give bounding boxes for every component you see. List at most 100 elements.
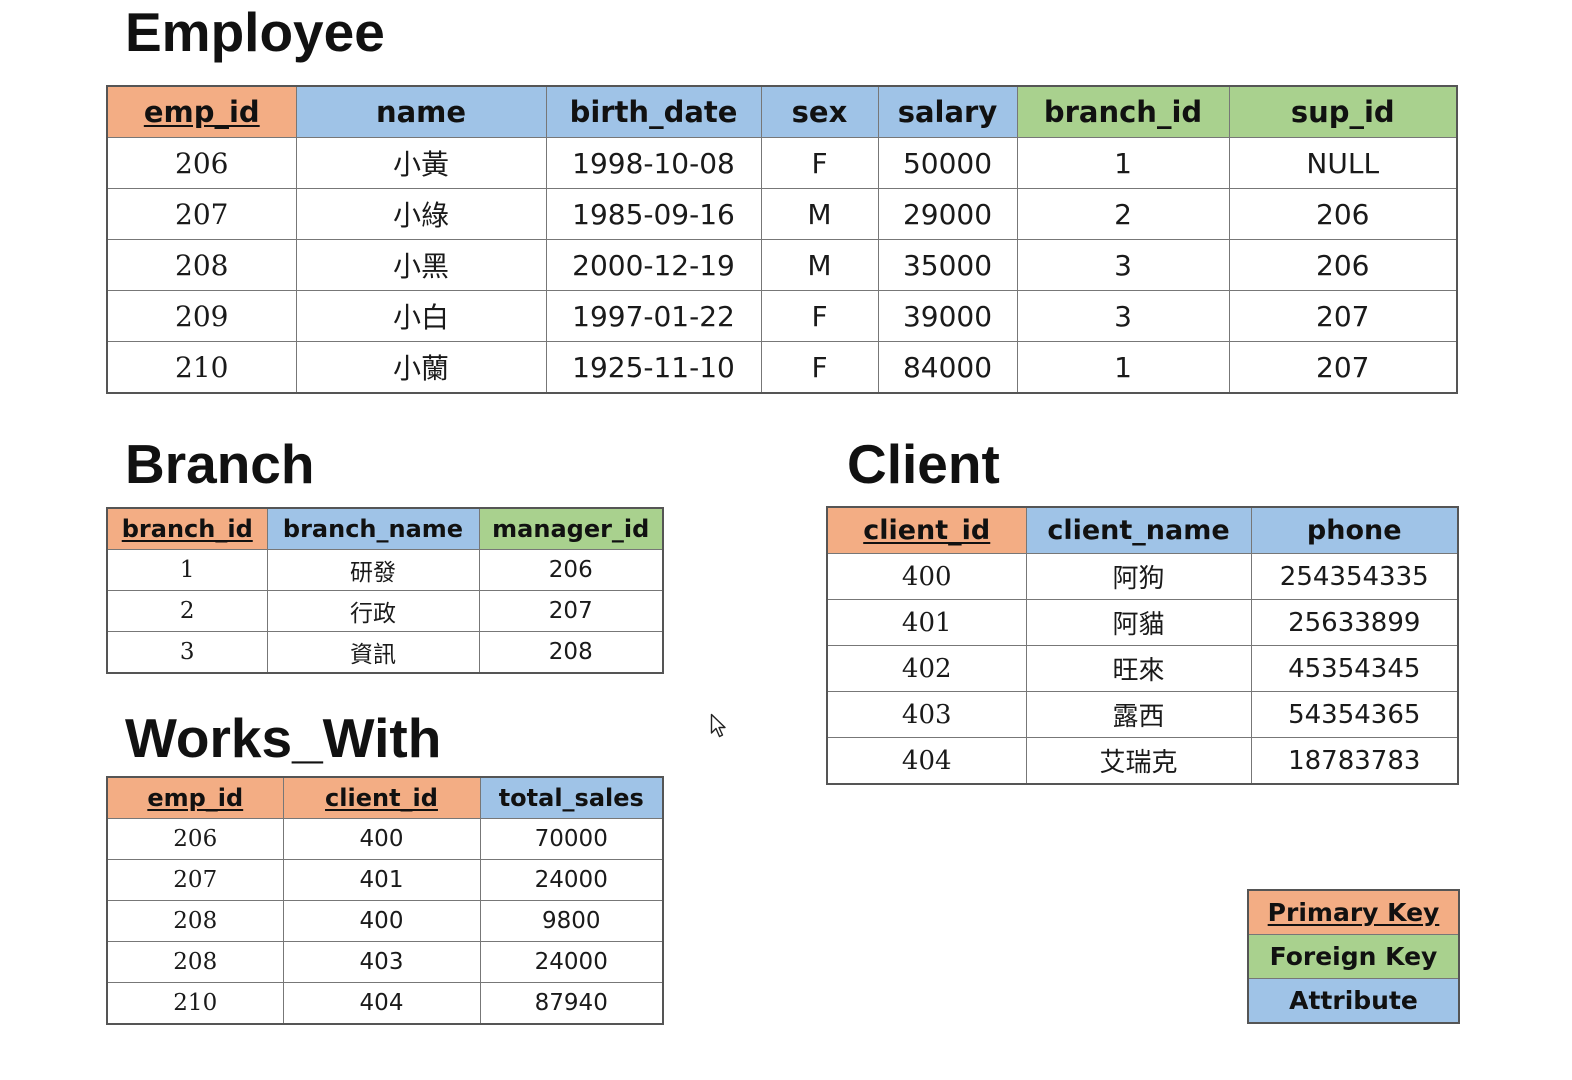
table-cell: 小黑 [295, 239, 547, 291]
table-cell: 206 [106, 818, 284, 860]
table-cell: 研發 [266, 549, 480, 591]
table-cell: 24000 [479, 941, 664, 983]
table-cell: 3 [1016, 290, 1230, 342]
table-cell: 39000 [877, 290, 1018, 342]
table-cell: 206 [106, 137, 297, 189]
table-cell: 1925-11-10 [545, 341, 762, 394]
column-header[interactable]: client_id [826, 506, 1027, 554]
column-header[interactable]: name [295, 85, 547, 138]
table-cell: 艾瑞克 [1025, 737, 1252, 785]
works-with-table: emp_id client_id total_sales 206 400 700… [106, 776, 664, 1025]
employee-title: Employee [125, 1, 385, 63]
table-cell: 207 [1228, 290, 1458, 342]
table-cell: 210 [106, 982, 284, 1025]
table-cell: 84000 [877, 341, 1018, 394]
table-cell: 29000 [877, 188, 1018, 240]
table-cell: 1 [1016, 341, 1230, 394]
table-cell: 400 [282, 818, 481, 860]
table-cell: 401 [826, 599, 1027, 646]
table-cell: 資訊 [266, 631, 480, 674]
table-row: 208 403 24000 [106, 941, 664, 983]
table-cell: 206 [1228, 239, 1458, 291]
table-cell: 50000 [877, 137, 1018, 189]
table-cell: 403 [826, 691, 1027, 738]
table-header-row: client_id client_name phone [826, 506, 1459, 554]
table-cell: 207 [478, 590, 664, 632]
table-cell: 208 [106, 941, 284, 983]
table-cell: 1 [106, 549, 268, 591]
table-row: 404 艾瑞克 18783783 [826, 737, 1459, 785]
table-cell: 208 [106, 900, 284, 942]
table-cell: F [760, 341, 879, 394]
column-header[interactable]: birth_date [545, 85, 762, 138]
table-row: 3 資訊 208 [106, 631, 664, 674]
table-cell: 25633899 [1250, 599, 1459, 646]
column-header[interactable]: emp_id [106, 85, 297, 138]
column-header[interactable]: branch_name [266, 507, 480, 550]
table-cell: 206 [1228, 188, 1458, 240]
table-cell: M [760, 239, 879, 291]
table-row: 403 露西 54354365 [826, 691, 1459, 738]
table-row: 401 阿貓 25633899 [826, 599, 1459, 646]
column-header[interactable]: client_id [282, 776, 481, 819]
table-cell: 3 [1016, 239, 1230, 291]
table-cell: 1 [1016, 137, 1230, 189]
table-cell: 小蘭 [295, 341, 547, 394]
branch-table: branch_id branch_name manager_id 1 研發 20… [106, 507, 664, 674]
table-row: 207 小綠 1985-09-16 M 29000 2 206 [106, 188, 1458, 240]
table-row: 208 小黑 2000-12-19 M 35000 3 206 [106, 239, 1458, 291]
table-cell: 小綠 [295, 188, 547, 240]
table-cell: 400 [826, 553, 1027, 600]
table-cell: 24000 [479, 859, 664, 901]
table-cell: F [760, 137, 879, 189]
column-header[interactable]: emp_id [106, 776, 284, 819]
table-cell: NULL [1228, 137, 1458, 189]
table-cell: 1998-10-08 [545, 137, 762, 189]
column-header[interactable]: salary [877, 85, 1018, 138]
column-header[interactable]: client_name [1025, 506, 1252, 554]
table-cell: 206 [478, 549, 664, 591]
table-cell: 2000-12-19 [545, 239, 762, 291]
table-cell: 阿狗 [1025, 553, 1252, 600]
branch-title: Branch [125, 433, 315, 495]
table-cell: 3 [106, 631, 268, 674]
table-cell: F [760, 290, 879, 342]
table-row: 400 阿狗 254354335 [826, 553, 1459, 600]
table-row: 2 行政 207 [106, 590, 664, 632]
key-legend: Primary Key Foreign Key Attribute [1247, 889, 1460, 1024]
table-cell: 87940 [479, 982, 664, 1025]
table-cell: 行政 [266, 590, 480, 632]
column-header[interactable]: branch_id [1016, 85, 1230, 138]
table-cell: 1997-01-22 [545, 290, 762, 342]
table-cell: 35000 [877, 239, 1018, 291]
table-cell: 254354335 [1250, 553, 1459, 600]
table-row: 208 400 9800 [106, 900, 664, 942]
client-title: Client [847, 433, 1000, 495]
column-header[interactable]: phone [1250, 506, 1459, 554]
table-cell: 404 [282, 982, 481, 1025]
table-header-row: emp_id name birth_date sex salary branch… [106, 85, 1458, 138]
table-row: 209 小白 1997-01-22 F 39000 3 207 [106, 290, 1458, 342]
table-cell: 18783783 [1250, 737, 1459, 785]
table-row: 1 研發 206 [106, 549, 664, 591]
table-cell: 207 [106, 188, 297, 240]
mouse-pointer-icon [710, 713, 726, 738]
table-row: 210 小蘭 1925-11-10 F 84000 1 207 [106, 341, 1458, 394]
column-header[interactable]: branch_id [106, 507, 268, 550]
column-header[interactable]: total_sales [479, 776, 664, 819]
table-row: 207 401 24000 [106, 859, 664, 901]
table-row: 206 400 70000 [106, 818, 664, 860]
table-cell: 400 [282, 900, 481, 942]
column-header[interactable]: manager_id [478, 507, 664, 550]
table-cell: 2 [1016, 188, 1230, 240]
table-header-row: branch_id branch_name manager_id [106, 507, 664, 550]
table-cell: 45354345 [1250, 645, 1459, 692]
table-cell: 54354365 [1250, 691, 1459, 738]
column-header[interactable]: sup_id [1228, 85, 1458, 138]
column-header[interactable]: sex [760, 85, 879, 138]
employee-table: emp_id name birth_date sex salary branch… [106, 85, 1458, 394]
table-row: 210 404 87940 [106, 982, 664, 1025]
table-header-row: emp_id client_id total_sales [106, 776, 664, 819]
table-cell: M [760, 188, 879, 240]
table-cell: 401 [282, 859, 481, 901]
